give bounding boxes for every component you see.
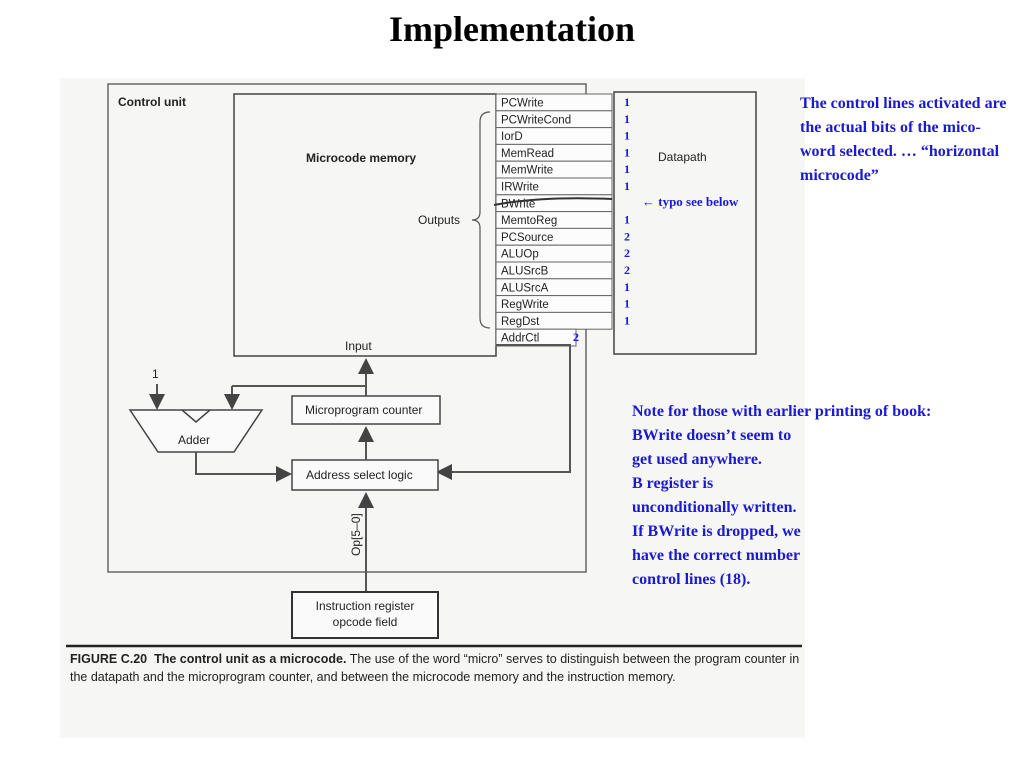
bwrite-note-line: Note for those with earlier printing of … bbox=[632, 403, 932, 420]
addrctl-feedback-line bbox=[436, 344, 571, 480]
signal-bit-count: 1 bbox=[624, 313, 630, 327]
bwrite-strike-mark bbox=[493, 197, 613, 206]
microprogram-counter-box bbox=[291, 395, 441, 425]
signal-bit-count: 1 bbox=[624, 280, 630, 294]
signal-name: RegDst bbox=[501, 316, 540, 328]
signal-name: IRWrite bbox=[501, 182, 539, 194]
bwrite-note-line: unconditionally written. bbox=[632, 499, 797, 516]
signal-name: PCSource bbox=[501, 232, 553, 244]
instruction-register-box bbox=[291, 591, 439, 639]
signal-name: RegWrite bbox=[501, 299, 549, 311]
input-label: Input bbox=[345, 339, 372, 353]
signal-bit-count: 1 bbox=[624, 95, 630, 109]
op-field-label: Op[5–0] bbox=[349, 513, 363, 556]
signal-name: MemRead bbox=[501, 148, 554, 160]
control-unit-label: Control unit bbox=[118, 95, 186, 109]
signal-bit-count: 2 bbox=[624, 263, 630, 277]
signal-bit-count: 1 bbox=[624, 129, 630, 143]
signal-name: ALUSrcA bbox=[501, 282, 549, 294]
bwrite-note-line: BWrite doesn’t seem to bbox=[632, 427, 792, 444]
bwrite-note-line: If BWrite is dropped, we bbox=[632, 523, 801, 540]
figure-caption-text: The use of the word “micro” serves to di… bbox=[70, 652, 800, 684]
adder-label: Adder bbox=[178, 433, 210, 447]
counter-to-input-line bbox=[232, 385, 367, 398]
bwrite-note: Note for those with earlier printing of … bbox=[632, 400, 1017, 592]
figure-caption: FIGURE C.20 The control unit as a microc… bbox=[70, 650, 805, 686]
signal-name: IorD bbox=[501, 131, 523, 143]
horizontal-microcode-note: The control lines activated are the actu… bbox=[800, 95, 1007, 184]
signal-bit-count: 1 bbox=[624, 179, 630, 193]
outputs-brace bbox=[471, 111, 491, 329]
page-title: Implementation bbox=[389, 9, 635, 49]
signal-bit-count: 1 bbox=[624, 162, 630, 176]
adder-shape bbox=[128, 409, 264, 453]
opcode-field-label: opcode field bbox=[333, 615, 398, 629]
signal-name: ALUOp bbox=[501, 249, 539, 261]
signal-bit-count: 2 bbox=[624, 229, 630, 243]
bwrite-note-line: control lines (18). bbox=[632, 571, 751, 588]
signal-bit-count: 1 bbox=[624, 297, 630, 311]
signal-name: MemWrite bbox=[501, 165, 553, 177]
address-select-logic-label: Address select logic bbox=[306, 468, 413, 482]
signal-bit-count: 2 bbox=[624, 246, 630, 260]
typo-note: ← typo see below bbox=[642, 194, 739, 209]
datapath-label: Datapath bbox=[658, 150, 707, 164]
bwrite-note-line: have the correct number bbox=[632, 547, 801, 564]
signal-name: PCWrite bbox=[501, 98, 544, 110]
adder-notch bbox=[181, 409, 211, 423]
signal-name: PCWriteCond bbox=[501, 114, 571, 126]
signal-name: MemtoReg bbox=[501, 215, 557, 227]
addrctl-bit-count: 2 bbox=[573, 330, 579, 344]
microcode-memory-label: Microcode memory bbox=[306, 151, 416, 165]
figure-heading: The control unit as a microcode. bbox=[154, 652, 347, 666]
bwrite-note-line: B register is bbox=[632, 475, 714, 492]
datapath-box bbox=[613, 91, 757, 355]
addrctl-name: AddrCtl bbox=[501, 333, 539, 345]
signal-bit-count: 1 bbox=[624, 112, 630, 126]
signal-bit-count: 1 bbox=[624, 213, 630, 227]
outputs-label: Outputs bbox=[418, 213, 460, 227]
signal-name: ALUSrcB bbox=[501, 266, 549, 278]
instruction-register-label: Instruction register bbox=[316, 599, 415, 613]
microprogram-counter-label: Microprogram counter bbox=[305, 403, 422, 417]
adder-to-select-arrow bbox=[195, 452, 292, 482]
signal-bit-count: 1 bbox=[624, 145, 630, 159]
constant-one-label: 1 bbox=[152, 367, 159, 381]
figure-number: FIGURE C.20 bbox=[70, 652, 148, 666]
bwrite-note-line: get used anywhere. bbox=[632, 451, 762, 468]
